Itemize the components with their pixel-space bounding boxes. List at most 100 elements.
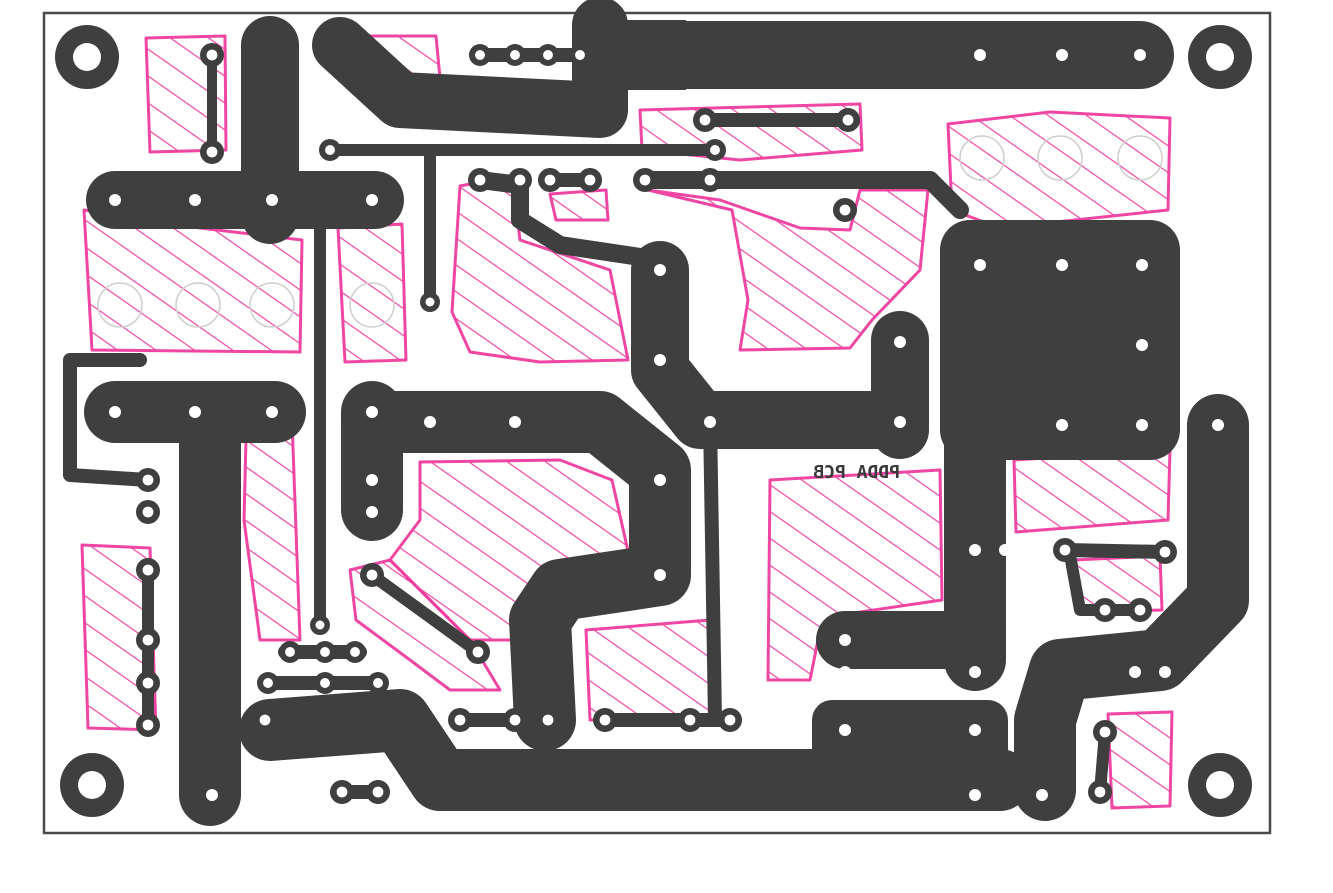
pad-icon (654, 264, 666, 276)
copper-bottom-right-block (812, 700, 1008, 810)
trace-small-link-7 (1058, 543, 1172, 559)
pad-icon (319, 139, 341, 161)
pad-icon (536, 708, 560, 732)
pad-icon (420, 292, 440, 312)
copper-top-right-block (626, 20, 686, 90)
pad-icon (1056, 49, 1068, 61)
trace-right-top-link (636, 171, 969, 219)
pad-icon (366, 474, 378, 486)
pad-icon (266, 194, 278, 206)
ghost-pad (1117, 135, 1163, 181)
pad-icon (1153, 540, 1177, 564)
pad-icon (538, 168, 562, 192)
ghost-pad (349, 282, 395, 328)
pad-icon (1128, 598, 1152, 622)
pad-icon (1136, 419, 1148, 431)
mounting-hole-icon (55, 25, 119, 89)
pad-icon (578, 168, 602, 192)
pad-icon (310, 615, 330, 635)
mounting-hole-icon (60, 753, 124, 817)
pad-icon (504, 44, 526, 66)
pad-icon (698, 168, 722, 192)
pad-icon (206, 789, 218, 801)
board-outline (42, 11, 1272, 835)
pad-icon (1093, 720, 1117, 744)
pad-icon (200, 140, 224, 164)
pad-icon (189, 194, 201, 206)
pad-icon (468, 168, 492, 192)
trace-top-center-diag (312, 0, 628, 138)
pad-icon (366, 506, 378, 518)
pad-icon (266, 406, 278, 418)
pad-icon (833, 198, 857, 222)
pad-icon (109, 406, 121, 418)
ghost-pad (959, 135, 1005, 181)
pad-icon (200, 43, 224, 67)
pad-icon (503, 708, 527, 732)
pad-icon (999, 544, 1011, 556)
ghost-pad (175, 282, 221, 328)
pad-icon (969, 666, 981, 678)
pad-icon (894, 416, 906, 428)
trace-center-fat (631, 241, 929, 449)
ghost-pad (97, 282, 143, 328)
hatch-area-right-lower (1012, 448, 1172, 534)
mounting-hole-icon (1188, 25, 1252, 89)
pad-icon (253, 708, 277, 732)
pad-icon (969, 789, 981, 801)
hatch-area-top-right (946, 110, 1172, 230)
pad-icon (109, 194, 121, 206)
board-label: PDDA PCB (813, 462, 900, 483)
pad-icon (718, 708, 742, 732)
pad-icon (836, 108, 860, 132)
pad-icon (466, 640, 490, 664)
pad-icon (974, 259, 986, 271)
pad-icon (448, 708, 472, 732)
pad-icon (704, 139, 726, 161)
pad-icon (508, 168, 532, 192)
trace-small-diagonal (366, 569, 484, 658)
pad-icon (693, 108, 717, 132)
pad-icon (136, 713, 160, 737)
pad-icon (1159, 666, 1171, 678)
pad-icon (1136, 259, 1148, 271)
pad-icon (366, 194, 378, 206)
pad-icon (1056, 419, 1068, 431)
pad-icon (569, 44, 591, 66)
pad-icon (1053, 538, 1077, 562)
pad-icon (969, 724, 981, 736)
mounting-holes (55, 25, 1252, 817)
pad-icon (894, 336, 906, 348)
pad-icon (593, 708, 617, 732)
hatch-area-bottom-right (1106, 710, 1174, 810)
pad-icon (654, 474, 666, 486)
ghost-pad (1037, 135, 1083, 181)
pad-icon (314, 672, 336, 694)
trace-far-right (1014, 394, 1249, 821)
pad-icon (969, 544, 981, 556)
trace-small-link-8 (1064, 549, 1146, 616)
pad-icon (678, 708, 702, 732)
pad-icon (136, 558, 160, 582)
pad-icon (314, 641, 336, 663)
ghost-pad (249, 282, 295, 328)
pad-icon (1129, 666, 1141, 678)
pad-icon (704, 416, 716, 428)
hatch-area-center-bottom (584, 618, 714, 722)
hatch-area-left-lower (242, 418, 302, 642)
pad-icon (264, 789, 276, 801)
pad-icon (136, 500, 160, 524)
pad-icon (537, 44, 559, 66)
pad-icon (424, 416, 436, 428)
trace-center-down (703, 413, 722, 727)
pad-icon (469, 44, 491, 66)
pad-icon (279, 641, 301, 663)
pad-icon (839, 724, 851, 736)
hatch-area-center-right (646, 188, 930, 352)
pad-icon (360, 563, 384, 587)
hatch-area-left-mid2 (336, 222, 408, 364)
pad-icon (366, 406, 378, 418)
pad-icon (189, 406, 201, 418)
pad-icon (1093, 598, 1117, 622)
